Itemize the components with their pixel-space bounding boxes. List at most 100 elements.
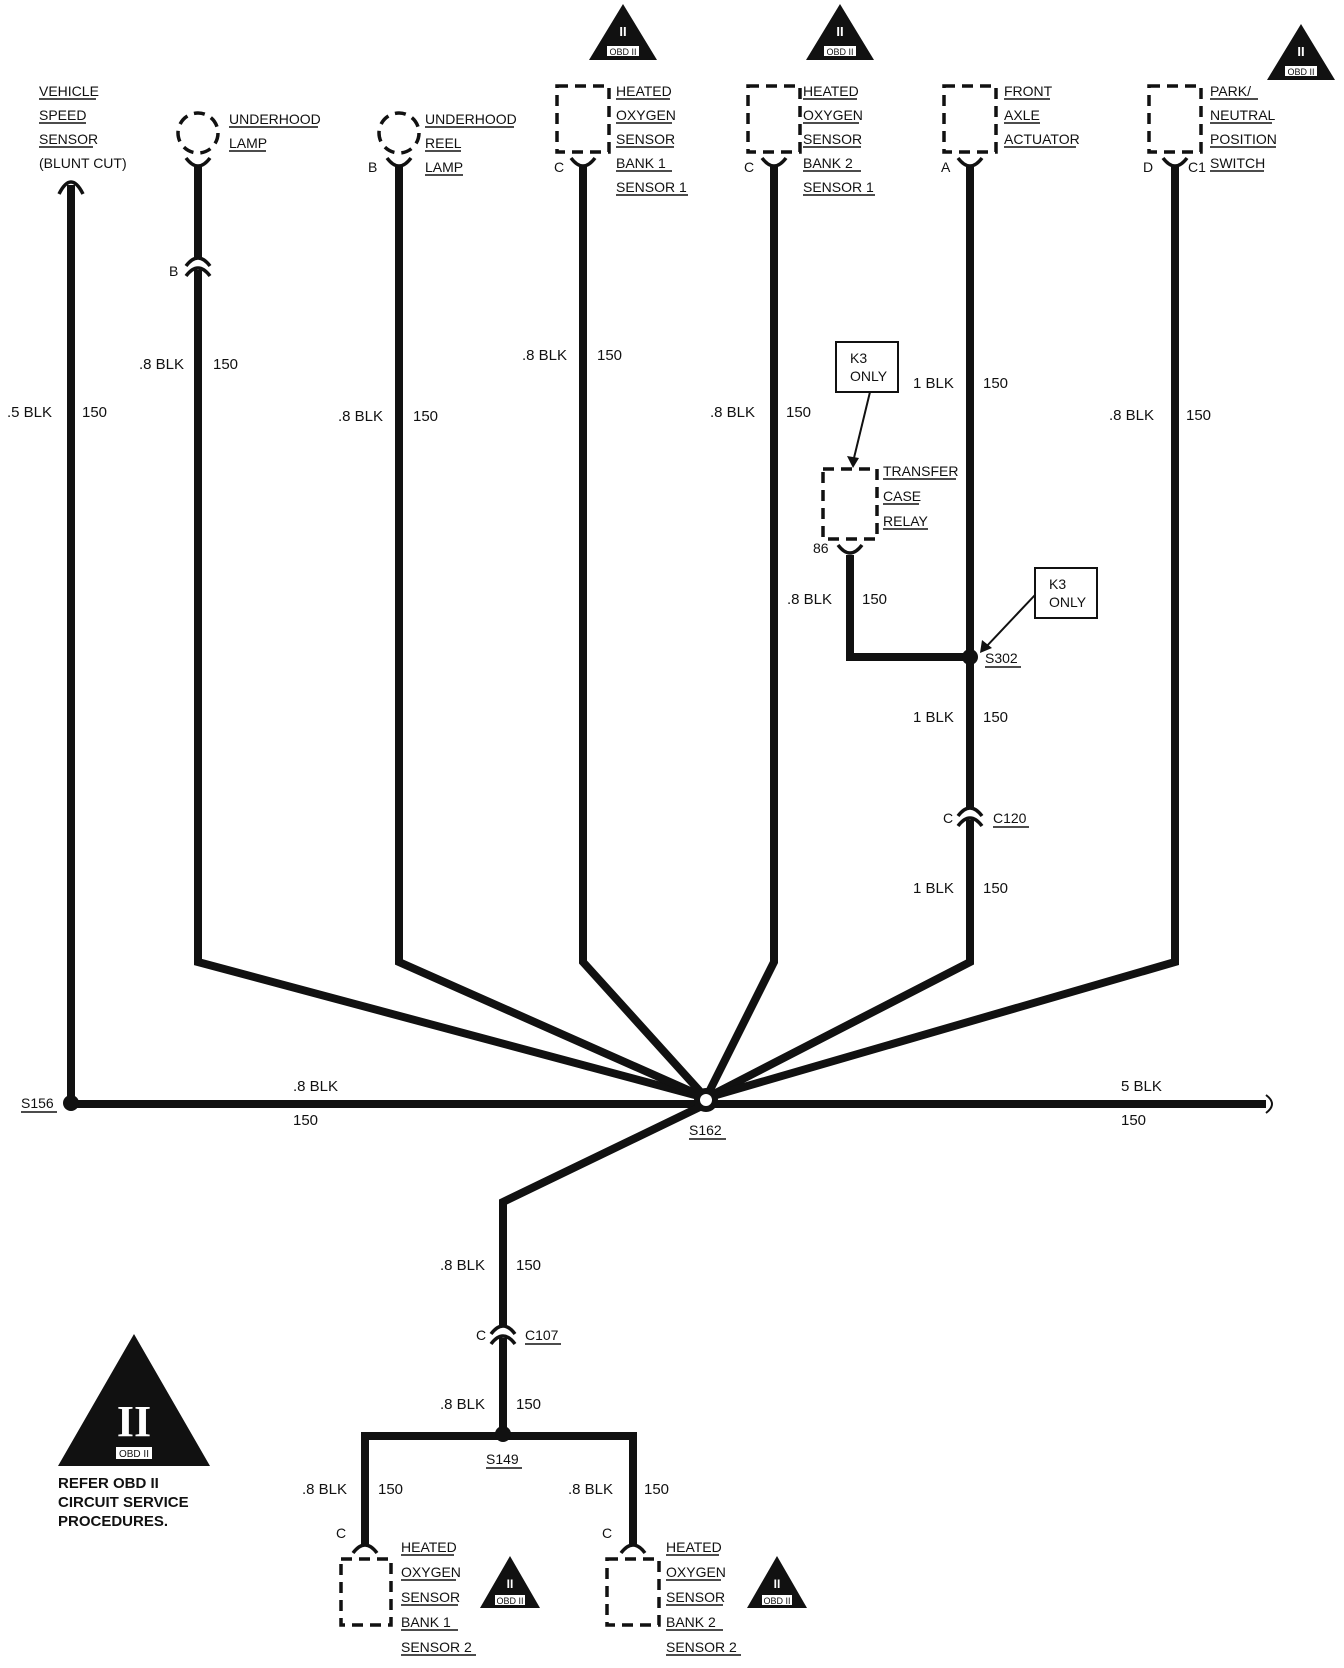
reel-lamp-label-1: UNDERHOOD xyxy=(425,111,517,127)
pnp-label-2: NEUTRAL xyxy=(1210,107,1276,123)
wire-axle-mid-gauge: 1 BLK xyxy=(913,709,954,726)
wire-ho2s-b2s1 xyxy=(702,165,778,1100)
splices xyxy=(63,649,978,1442)
k3-note-splice: K3 ONLY xyxy=(980,567,1098,653)
ho2s-b2s1-label-4: BANK 2 xyxy=(803,155,853,171)
wire-vss-gauge: .5 BLK xyxy=(7,404,52,421)
pnp-label-3: POSITION xyxy=(1210,131,1277,147)
refer-note: REFER OBD II CIRCUIT SERVICE PROCEDURES. xyxy=(58,1475,189,1530)
connector-c107-label: C107 xyxy=(525,1327,559,1343)
obd-numeral: II xyxy=(774,1577,781,1591)
obd-tag: OBD II xyxy=(1287,67,1314,77)
label-ho2s-b1s1: HEATED OXYGEN SENSOR BANK 1 SENSOR 1 xyxy=(616,83,688,196)
label-ho2s-b1s2: HEATED OXYGEN SENSOR BANK 1 SENSOR 2 xyxy=(401,1539,476,1656)
pin-pnp-left: D xyxy=(1143,159,1153,175)
underhood-lamp-symbol xyxy=(176,111,220,155)
connector-c107-shape xyxy=(489,1324,517,1336)
ho2s-b2s2-label-3: SENSOR xyxy=(666,1589,725,1605)
k3-note-line-1: K3 xyxy=(1049,576,1066,592)
front-axle-label-3: ACTUATOR xyxy=(1004,131,1080,147)
obd-triangle-icon xyxy=(806,4,874,60)
obd-tag-bg xyxy=(607,46,639,56)
ho2s-b1s2-label-4: BANK 1 xyxy=(401,1614,451,1630)
obd-badge-bottom-2: II OBD II xyxy=(747,1556,807,1608)
ho2s-b1s1-label-4: BANK 1 xyxy=(616,155,666,171)
component-outlines xyxy=(176,84,1203,1627)
cup-relay xyxy=(836,543,864,555)
ho2s-b2s1-label-1: HEATED xyxy=(803,83,859,99)
wire-to-c107 xyxy=(499,1100,708,1435)
obd-tag: OBD II xyxy=(763,1596,790,1606)
wire-axle-top-circuit: 150 xyxy=(983,375,1008,392)
connector-c120-label: C120 xyxy=(993,810,1027,826)
wire-ho2s2-gauge: .8 BLK xyxy=(710,404,755,421)
connector-c120-shape xyxy=(956,806,984,818)
front-axle-label-2: AXLE xyxy=(1004,107,1040,123)
wire-axle-mid-circuit: 150 xyxy=(983,709,1008,726)
splice-s162-center xyxy=(700,1094,712,1106)
ho2s-b2s2-box xyxy=(605,1557,661,1627)
pin-ho2s-b1s1: C xyxy=(554,159,564,175)
label-pnp-switch: PARK/ NEUTRAL POSITION SWITCH xyxy=(1210,83,1277,172)
pin-front-axle: A xyxy=(941,159,951,175)
obd-tag: OBD II xyxy=(496,1596,523,1606)
wire-axle-low-gauge: 1 BLK xyxy=(913,880,954,897)
wire-ho2s2-circuit: 150 xyxy=(786,404,811,421)
splice-s156-label: S156 xyxy=(21,1095,54,1111)
inline-connectors xyxy=(184,256,984,1346)
k3-note-box xyxy=(835,341,899,393)
cup-pnp-switch xyxy=(1161,156,1189,168)
splice-s162-label: S162 xyxy=(689,1122,722,1138)
obd-tag: OBD II xyxy=(609,47,636,57)
wire-right-out-circuit: 150 xyxy=(1121,1112,1146,1129)
ho2s-b1s1-label-3: SENSOR xyxy=(616,131,675,147)
wire-ho2s1-gauge: .8 BLK xyxy=(522,347,567,364)
wire-continuation-mark xyxy=(1265,1094,1273,1114)
obd-numeral: II xyxy=(619,24,626,39)
label-underhood-lamp: UNDERHOOD LAMP xyxy=(229,111,321,152)
wire-relay-gauge: .8 BLK xyxy=(787,591,832,608)
pin-relay: 86 xyxy=(813,540,829,556)
cup-front-axle xyxy=(956,156,984,168)
label-ho2s-b2s1: HEATED OXYGEN SENSOR BANK 2 SENSOR 1 xyxy=(803,83,875,196)
relay-label-1: TRANSFER xyxy=(883,463,958,479)
wire-to-c107-circuit: 150 xyxy=(516,1257,541,1274)
obd-badge-top-2: II OBD II xyxy=(806,4,874,60)
k3-note-line-1: K3 xyxy=(850,350,867,366)
refer-note-line-2: CIRCUIT SERVICE xyxy=(58,1494,189,1511)
obd-tag: OBD II xyxy=(826,47,853,57)
reel-lamp-symbol xyxy=(377,111,421,155)
obd-badge-top-1: II OBD II xyxy=(589,4,657,60)
pnp-label-1: PARK/ xyxy=(1210,83,1251,99)
vss-label-4: (BLUNT CUT) xyxy=(39,155,127,171)
pin-pnp-right: C1 xyxy=(1188,159,1206,175)
ho2s-b2s2-label-4: BANK 2 xyxy=(666,1614,716,1630)
cup-reel-lamp xyxy=(385,156,413,168)
wire-b2s2-gauge: .8 BLK xyxy=(568,1481,613,1498)
vss-label-2: SPEED xyxy=(39,107,86,123)
obd-tag-bg xyxy=(824,46,856,56)
pnp-label-4: SWITCH xyxy=(1210,155,1265,171)
obd-tag-bg xyxy=(1285,66,1317,76)
splice-s302-dot xyxy=(962,649,978,665)
pin-c107: C xyxy=(476,1327,486,1343)
wire-ho2s1-circuit: 150 xyxy=(597,347,622,364)
wire-transfer-relay xyxy=(846,555,970,661)
cup-ho2s-b2s1 xyxy=(760,156,788,168)
wire-s156-s162-gauge: .8 BLK xyxy=(293,1078,338,1095)
pnp-switch-box xyxy=(1147,84,1203,154)
cup-ho2s-b1s1 xyxy=(569,156,597,168)
ho2s-b1s2-label-1: HEATED xyxy=(401,1539,457,1555)
k3-note-line-2: ONLY xyxy=(850,368,888,384)
refer-note-line-1: REFER OBD II xyxy=(58,1475,159,1492)
wire-pnp-circuit: 150 xyxy=(1186,407,1211,424)
reel-lamp-label-3: LAMP xyxy=(425,159,463,175)
splice-s149-label: S149 xyxy=(486,1451,519,1467)
ho2s-b2s1-label-2: OXYGEN xyxy=(803,107,863,123)
obd-refer-badge: II OBD II xyxy=(58,1334,210,1466)
wires xyxy=(67,165,1266,1546)
connector-underhood-inline-lower xyxy=(184,266,212,278)
wire-c107-s149-gauge: .8 BLK xyxy=(440,1396,485,1413)
ho2s-b2s2-label-2: OXYGEN xyxy=(666,1564,726,1580)
